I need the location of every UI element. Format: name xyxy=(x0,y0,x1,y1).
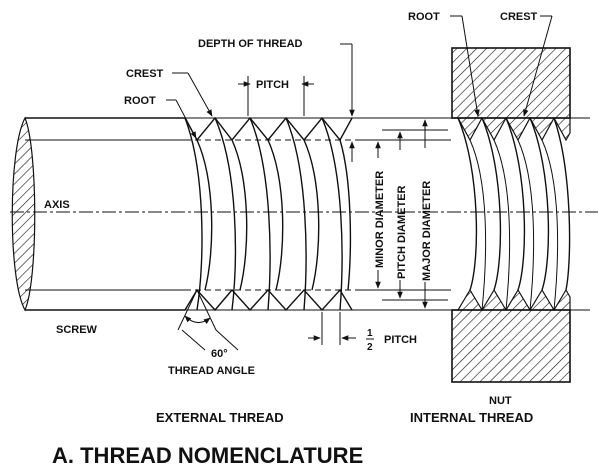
crest-root-leaders-right xyxy=(450,15,553,117)
half-denominator: 2 xyxy=(367,342,373,353)
thread-angle-value: 60° xyxy=(211,348,228,360)
external-thread-profile xyxy=(184,116,353,312)
thread-angle-label: THREAD ANGLE xyxy=(168,365,255,377)
nut-body xyxy=(451,47,571,383)
crest-root-leaders-left xyxy=(166,72,213,139)
depth-of-thread-leader xyxy=(340,43,355,162)
internal-thread-profile xyxy=(457,117,571,311)
half-pitch-label: PITCH xyxy=(384,334,417,346)
depth-of-thread-label: DEPTH OF THREAD xyxy=(198,38,303,50)
half-numerator: 1 xyxy=(367,328,373,339)
minor-diameter-label: MINOR DIAMETER xyxy=(374,171,386,268)
half-pitch-dimension xyxy=(308,312,374,345)
crest-label-right: CREST xyxy=(500,11,538,23)
screw-label: SCREW xyxy=(56,324,98,336)
major-diameter-label: MAJOR DIAMETER xyxy=(421,181,433,281)
thread-angle-dimension xyxy=(177,289,239,351)
external-thread-caption: EXTERNAL THREAD xyxy=(156,410,284,425)
pitch-label: PITCH xyxy=(256,79,289,91)
root-label-left: ROOT xyxy=(124,95,156,107)
screw-body xyxy=(11,116,590,312)
nut-label: NUT xyxy=(489,395,512,407)
pitch-diameter-label: PITCH DIAMETER xyxy=(396,185,408,279)
pitch-dimension xyxy=(238,76,314,116)
crest-label-left: CREST xyxy=(126,68,164,80)
axis-label: AXIS xyxy=(44,199,70,211)
figure-title: A. THREAD NOMENCLATURE xyxy=(52,443,363,468)
diameter-dimensions xyxy=(355,117,448,311)
internal-thread-caption: INTERNAL THREAD xyxy=(410,410,533,425)
root-label-right: ROOT xyxy=(408,11,440,23)
